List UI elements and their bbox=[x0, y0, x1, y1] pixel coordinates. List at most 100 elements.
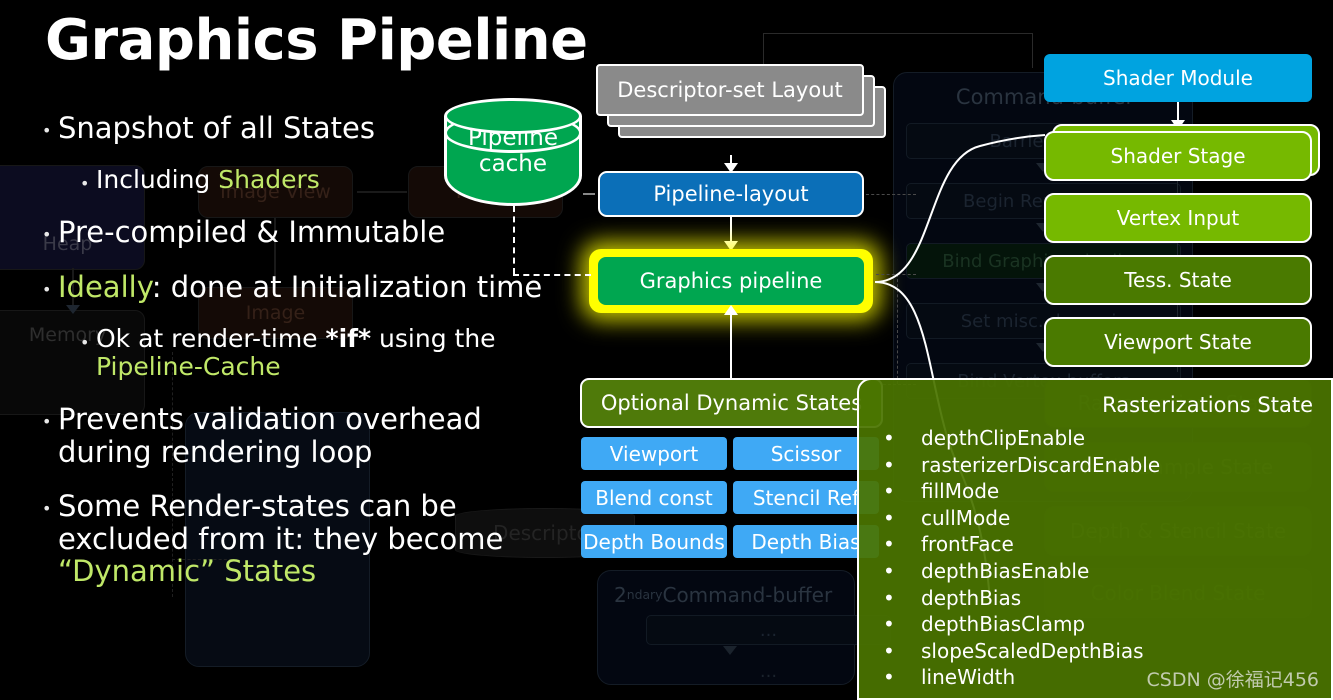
bullet-item-5: Prevents validation overhead during rend… bbox=[38, 403, 568, 468]
bg-secondary-ellipsis-label: ... bbox=[759, 619, 778, 641]
dynamic-state-label-viewport: Viewport bbox=[609, 441, 699, 466]
rast-item-6: depthBias bbox=[869, 585, 1160, 612]
bg-connector-image-imageview bbox=[274, 218, 276, 288]
arrowhead-descriptor-to-pipeline-layout bbox=[724, 163, 738, 173]
dynamic-state-button-depth-bias[interactable]: Depth Bias bbox=[733, 525, 879, 558]
dynamic-state-label-stencil-ref: Stencil Ref bbox=[752, 485, 860, 510]
arrowhead-layout-to-graphics bbox=[724, 241, 738, 251]
bg-cmd-arrow-3 bbox=[1036, 343, 1050, 352]
arrow-shader-module-to-stage bbox=[1177, 102, 1179, 128]
graphics-pipeline-label: Graphics pipeline bbox=[639, 269, 823, 293]
bg-secondary-arrow bbox=[723, 646, 737, 655]
bullet-text-1b: Shaders bbox=[218, 165, 320, 195]
state-box-viewport-state[interactable]: Viewport State bbox=[1044, 317, 1312, 367]
bg-label-secondary-2: 2 bbox=[614, 583, 627, 607]
dash-pipeline-to-cmd bbox=[876, 274, 916, 275]
bg-top-bracket-left-v bbox=[763, 33, 764, 68]
state-box-tess-state[interactable]: Tess. State bbox=[1044, 255, 1312, 305]
descriptor-set-layout-label: Descriptor-set Layout bbox=[617, 78, 843, 102]
state-box-shader-stage[interactable]: Shader Stage bbox=[1044, 131, 1312, 181]
arrowhead-dynamic-to-graphics bbox=[724, 305, 738, 315]
rast-item-5: depthBiasEnable bbox=[869, 558, 1160, 585]
rasterizations-state-title: Rasterizations State bbox=[1102, 393, 1313, 417]
descriptor-set-layout-stack[interactable]: Descriptor-set Layout bbox=[596, 64, 886, 156]
dash-pipeline-bracket bbox=[897, 274, 898, 384]
descriptor-set-layout-box[interactable]: Descriptor-set Layout bbox=[596, 64, 864, 116]
pipeline-cache-top-ellipse bbox=[444, 98, 582, 134]
bg-secondary-ellipsis-2: ... bbox=[646, 660, 891, 684]
rasterizations-state-panel[interactable]: Rasterizations State depthClipEnable ras… bbox=[857, 378, 1333, 700]
arrow-cache-to-layout bbox=[583, 193, 595, 195]
arrow-layout-to-graphics bbox=[730, 217, 732, 249]
optional-dynamic-states-box[interactable]: Optional Dynamic States bbox=[580, 378, 883, 428]
bullet-item-4: Ok at render-time *if* using the Pipelin… bbox=[38, 325, 568, 381]
pipeline-layout-label: Pipeline-layout bbox=[653, 182, 809, 206]
bg-label-secondary-sup: ndary bbox=[626, 587, 663, 603]
bullet-text-6a: Some Render-states can be excluded from … bbox=[58, 489, 504, 556]
bullet-list: Snapshot of all States Including Shaders… bbox=[38, 112, 568, 610]
bullet-item-1: Including Shaders bbox=[38, 166, 568, 194]
dynamic-state-label-scissor: Scissor bbox=[770, 441, 842, 466]
rast-item-1: rasterizerDiscardEnable bbox=[869, 452, 1160, 479]
dynamic-state-label-depth-bounds: Depth Bounds bbox=[583, 529, 725, 554]
bg-top-bracket-right-v bbox=[1032, 33, 1033, 68]
graphics-pipeline-box[interactable]: Graphics pipeline bbox=[598, 257, 864, 305]
bullet-text-4a: Ok at render-time bbox=[96, 324, 326, 354]
arrow-dynamic-to-graphics bbox=[730, 313, 732, 381]
bullet-text-1a: Including bbox=[96, 165, 219, 195]
rast-item-8: slopeScaledDepthBias bbox=[869, 638, 1160, 665]
state-label-viewport-state: Viewport State bbox=[1104, 330, 1252, 354]
dynamic-state-button-viewport[interactable]: Viewport bbox=[581, 437, 727, 470]
rast-item-4: frontFace bbox=[869, 531, 1160, 558]
bg-secondary-ellipsis-label-2: ... bbox=[759, 661, 778, 683]
bg-dash-resources-v bbox=[172, 352, 173, 597]
rast-item-3: cullMode bbox=[869, 505, 1160, 532]
bg-cmd-arrow-2 bbox=[1036, 283, 1050, 292]
state-label-shader-stage: Shader Stage bbox=[1110, 144, 1246, 168]
dynamic-state-button-stencil-ref[interactable]: Stencil Ref bbox=[733, 481, 879, 514]
bullet-text-2: Pre-compiled & Immutable bbox=[58, 215, 446, 250]
rast-item-0: depthClipEnable bbox=[869, 425, 1160, 452]
state-box-vertex-input[interactable]: Vertex Input bbox=[1044, 193, 1312, 243]
state-label-shader-module: Shader Module bbox=[1103, 66, 1253, 90]
bullet-item-3: Ideally: done at Initialization time bbox=[38, 271, 568, 303]
bullet-text-3a: Ideally bbox=[58, 269, 152, 304]
bg-label-image: Image bbox=[245, 301, 306, 324]
state-label-vertex-input: Vertex Input bbox=[1116, 206, 1240, 230]
bg-top-bracket-h bbox=[763, 33, 1033, 34]
dash-layout-to-cmd bbox=[866, 194, 916, 195]
rast-item-9: lineWidth bbox=[869, 664, 1160, 691]
dynamic-state-button-depth-bounds[interactable]: Depth Bounds bbox=[581, 525, 727, 558]
dynamic-state-label-blend-const: Blend const bbox=[595, 485, 713, 510]
bullet-text-4d: Pipeline-Cache bbox=[96, 352, 281, 382]
bullet-text-3b: : done at Initialization time bbox=[151, 269, 543, 304]
curve-upper bbox=[874, 134, 1046, 283]
dash-cache-horizontal bbox=[513, 274, 591, 276]
bullet-text-0: Snapshot of all States bbox=[58, 111, 375, 145]
dash-cache-vertical bbox=[513, 206, 515, 274]
page-title: Graphics Pipeline bbox=[45, 8, 588, 73]
dynamic-state-label-depth-bias: Depth Bias bbox=[751, 529, 861, 554]
pipeline-cache-label-line2: cache bbox=[478, 150, 548, 177]
bullet-item-2: Pre-compiled & Immutable bbox=[38, 216, 568, 248]
bullet-text-6b: “Dynamic” States bbox=[58, 554, 317, 589]
bg-secondary-ellipsis-box: ... bbox=[646, 615, 891, 645]
bullet-text-4b: *if* bbox=[325, 324, 372, 354]
rast-item-2: fillMode bbox=[869, 478, 1160, 505]
dynamic-state-button-scissor[interactable]: Scissor bbox=[733, 437, 879, 470]
bullet-text-5: Prevents validation overhead during rend… bbox=[58, 402, 482, 469]
bullet-text-4c: using the bbox=[371, 324, 496, 354]
pipeline-layout-box[interactable]: Pipeline-layout bbox=[598, 171, 864, 217]
bullet-item-6: Some Render-states can be excluded from … bbox=[38, 489, 568, 589]
rast-item-7: depthBiasClamp bbox=[869, 611, 1160, 638]
watermark-label: CSDN @徐福记456 bbox=[1146, 669, 1319, 691]
state-label-tess-state: Tess. State bbox=[1124, 268, 1232, 292]
bullet-item-0: Snapshot of all States bbox=[38, 112, 568, 144]
optional-dynamic-states-label: Optional Dynamic States bbox=[600, 391, 863, 415]
dynamic-state-button-blend-const[interactable]: Blend const bbox=[581, 481, 727, 514]
state-box-shader-module[interactable]: Shader Module bbox=[1044, 54, 1312, 102]
rasterizations-state-list: depthClipEnable rasterizerDiscardEnable … bbox=[869, 425, 1160, 691]
